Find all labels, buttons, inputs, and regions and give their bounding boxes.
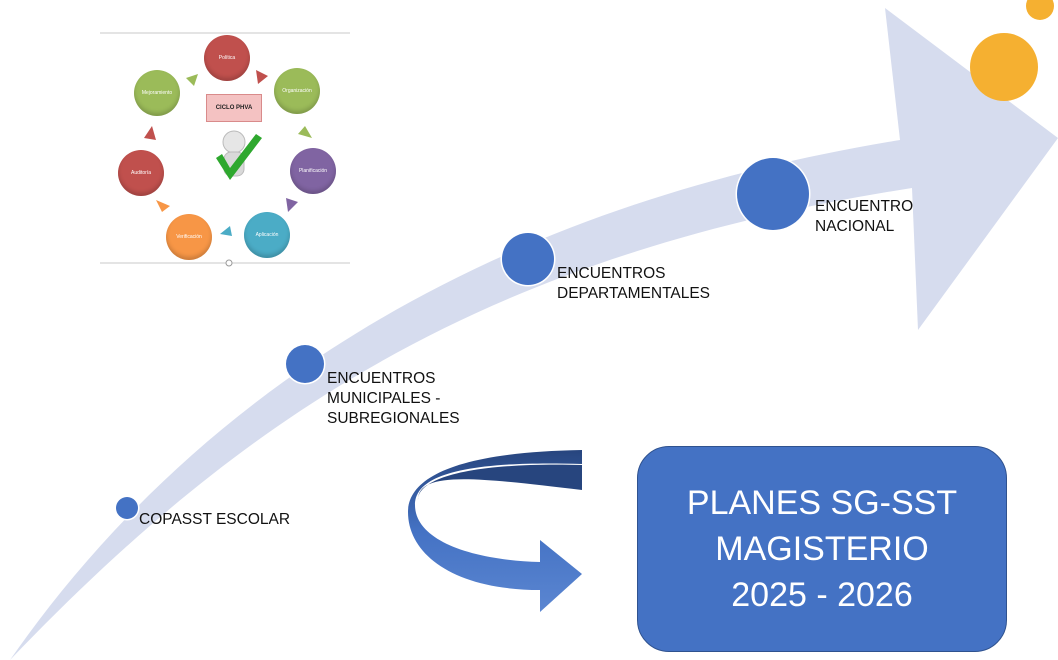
plan-box: PLANES SG-SST MAGISTERIO 2025 - 2026 <box>637 446 1007 652</box>
pdca-node-aplicacion: Aplicación <box>244 212 290 258</box>
stage-label-nacional-line1: ENCUENTRO <box>815 198 914 215</box>
stage-dot-nacional <box>737 158 809 230</box>
pdca-node-organizacion: Organización <box>274 68 320 114</box>
stage-label-municipal-line3: SUBREGIONALES <box>327 410 460 427</box>
stage-dot-copasst <box>116 497 138 519</box>
pdca-node-politica: Política <box>204 35 250 81</box>
loop-arrow <box>408 450 582 612</box>
sun-circle-small <box>1026 0 1054 20</box>
stage-dot-municipal <box>286 345 324 383</box>
stage-label-departamental: ENCUENTROS DEPARTAMENTALES <box>557 264 710 304</box>
pdca-connectors <box>144 70 312 236</box>
plan-box-line2: MAGISTERIO <box>715 530 929 568</box>
stage-label-nacional-line2: NACIONAL <box>815 218 895 235</box>
stage-label-municipal: ENCUENTROS MUNICIPALES - SUBREGIONALES <box>327 369 460 429</box>
pdca-title: CICLO PHVA <box>206 94 262 122</box>
pdca-cycle-image: CICLO PHVA Política Organización Planifi… <box>100 30 350 265</box>
stage-label-nacional: ENCUENTRO NACIONAL <box>815 197 913 237</box>
pdca-node-auditoria: Auditoría <box>118 150 164 196</box>
stage-label-departamental-line2: DEPARTAMENTALES <box>557 285 711 302</box>
stage-label-copasst: COPASST ESCOLAR <box>139 511 291 528</box>
stage-label-municipal-line2: MUNICIPALES - <box>327 390 441 407</box>
stage-label-municipal-line1: ENCUENTROS <box>327 370 436 387</box>
pdca-node-mejoramiento: Mejoramiento <box>134 70 180 116</box>
loop-arrow-back <box>418 464 582 500</box>
pdca-node-planificacion: Planificación <box>290 148 336 194</box>
pdca-handle <box>225 259 233 267</box>
plan-box-line3: 2025 - 2026 <box>731 576 913 614</box>
plan-box-line1: PLANES SG-SST <box>686 484 958 522</box>
pdca-node-verificacion: Verificación <box>166 214 212 260</box>
stage-label-departamental-line1: ENCUENTROS <box>557 265 666 282</box>
stage-dot-departamental <box>502 233 554 285</box>
sun-circle-large <box>970 33 1038 101</box>
